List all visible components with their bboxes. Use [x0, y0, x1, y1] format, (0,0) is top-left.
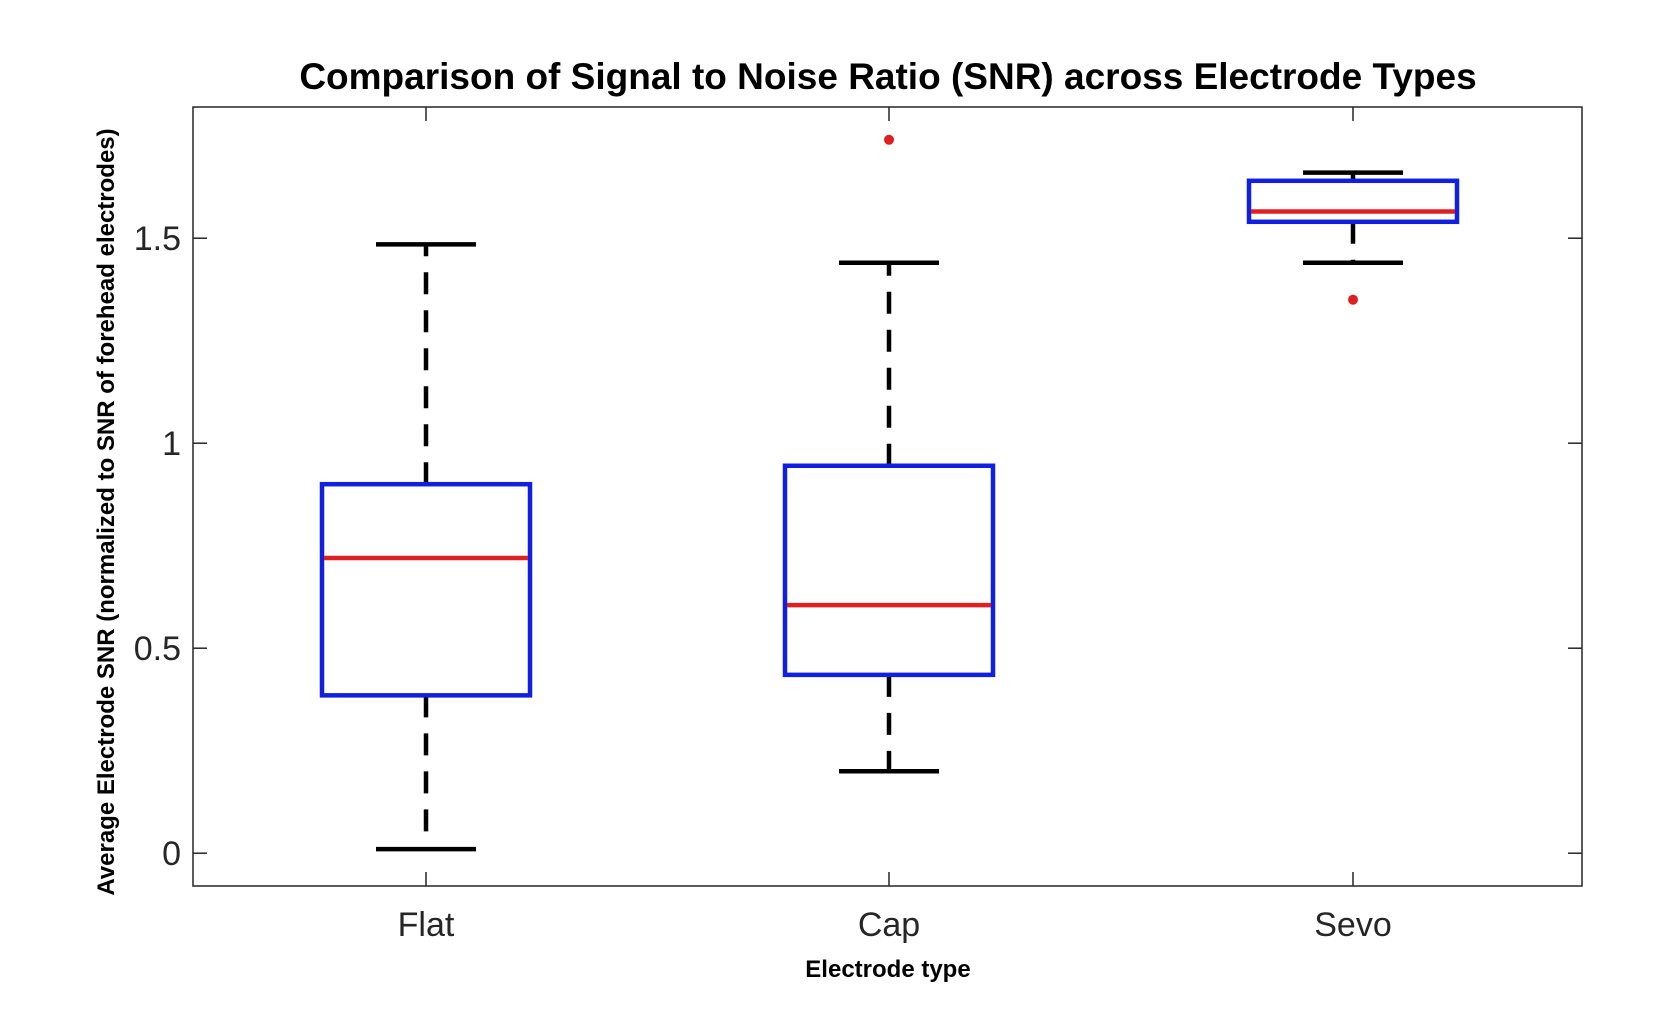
outlier-point-cap-0	[884, 134, 894, 145]
x-tick-label-flat: Flat	[398, 906, 455, 944]
x-axis-label: Electrode type	[805, 956, 970, 983]
outlier-point-sevo-0	[1348, 294, 1358, 305]
x-tick-label-sevo: Sevo	[1314, 906, 1392, 944]
plot-area-frame	[192, 106, 1583, 887]
box-marks	[319, 134, 1460, 852]
iqr-box-flat	[319, 481, 533, 698]
x-tick-label-cap: Cap	[858, 906, 920, 944]
iqr-box-cap	[782, 463, 996, 678]
iqr-box-sevo	[1246, 178, 1460, 225]
y-tick-label: 0	[162, 835, 181, 873]
chart-title: Comparison of Signal to Noise Ratio (SNR…	[299, 56, 1476, 97]
y-tick-label: 0.5	[134, 630, 181, 668]
y-tick-label: 1.5	[134, 220, 181, 258]
y-axis-label: Average Electrode SNR (normalized to SNR…	[93, 128, 120, 895]
y-tick-label: 1	[162, 425, 181, 463]
